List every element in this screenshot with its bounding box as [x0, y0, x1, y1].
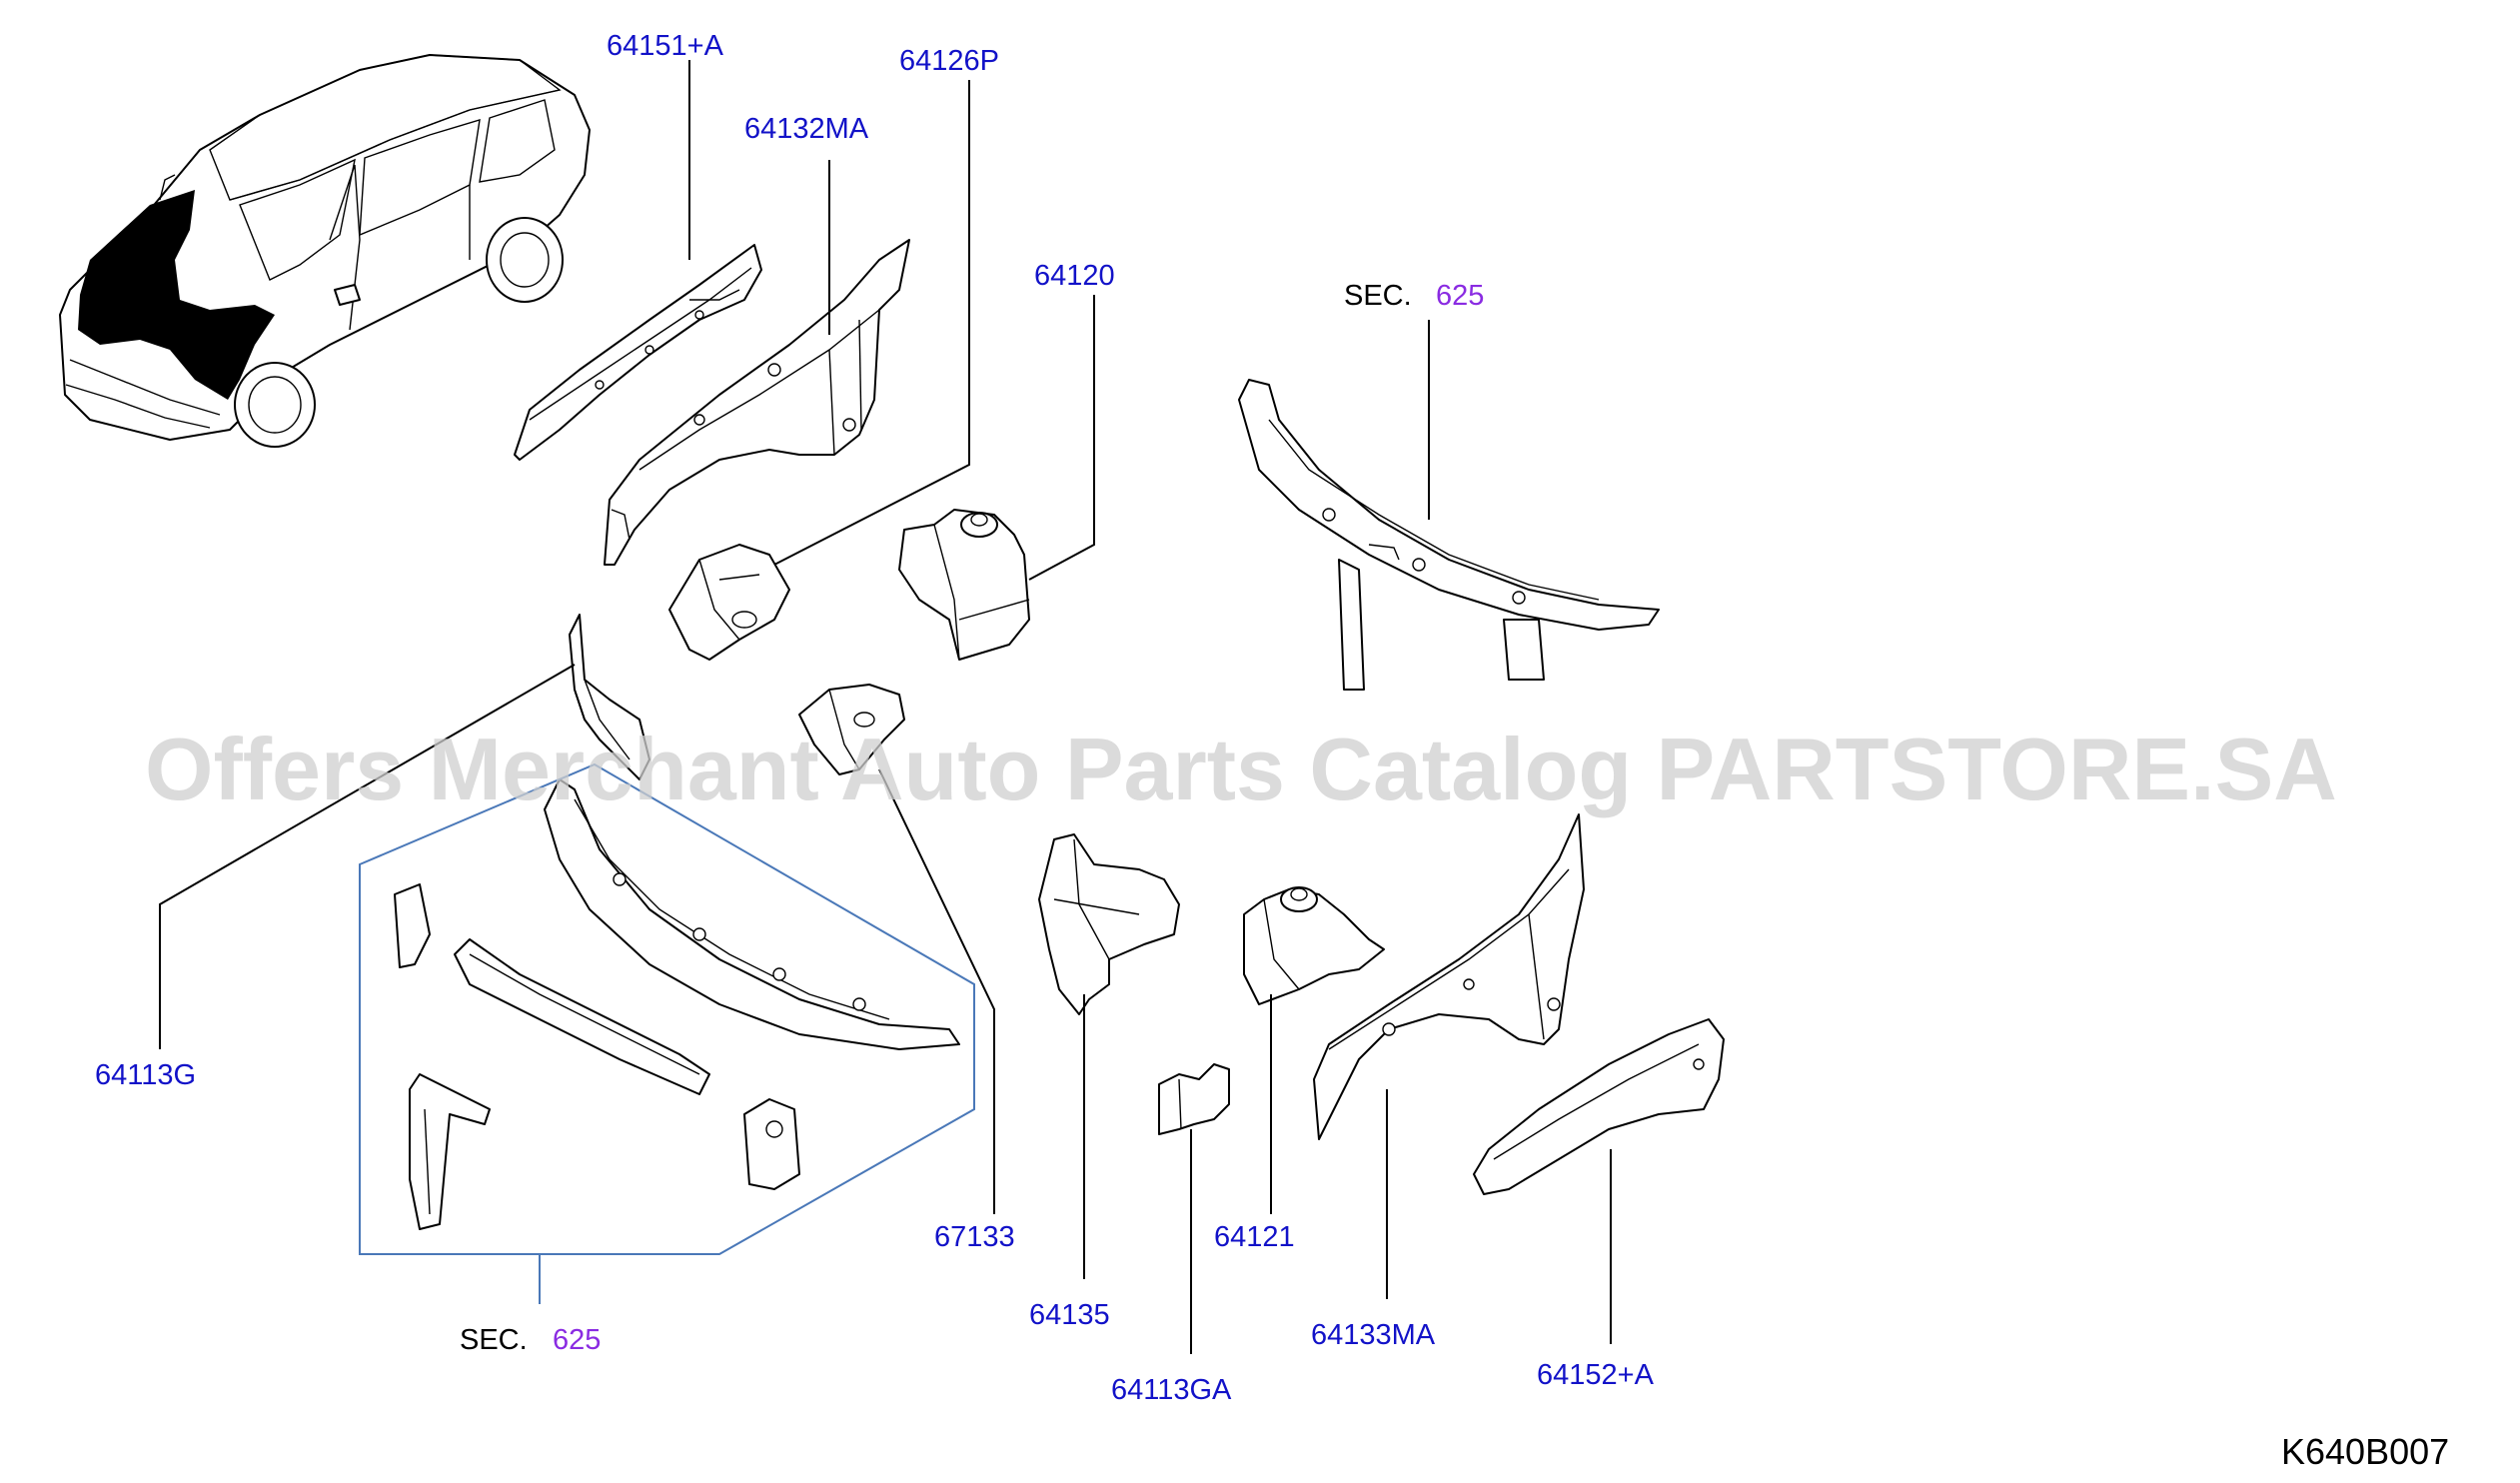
label-64113ga[interactable]: 64113GA: [1111, 1374, 1232, 1406]
label-64152a[interactable]: 64152+A: [1537, 1359, 1655, 1391]
label-64132ma[interactable]: 64132MA: [744, 113, 869, 145]
label-64121[interactable]: 64121: [1214, 1221, 1295, 1253]
lower-assembly-illustration[interactable]: [394, 778, 960, 1230]
part-67133-illustration[interactable]: [798, 684, 905, 775]
radiator-core-support-illustration[interactable]: [1238, 379, 1660, 691]
section-ref-number-upper[interactable]: 625: [1436, 280, 1484, 312]
part-64113ga-illustration[interactable]: [1158, 1063, 1230, 1135]
section-ref-prefix-lower: SEC.: [460, 1324, 528, 1356]
watermark-text: Offers Merchant Auto Parts Catalog PARTS…: [145, 720, 2337, 818]
part-64126p-illustration[interactable]: [668, 544, 790, 661]
part-64133ma-illustration[interactable]: [1313, 813, 1585, 1140]
assembly-bracket-outline: [359, 762, 975, 1255]
label-64133ma[interactable]: 64133MA: [1311, 1319, 1436, 1351]
part-64120-illustration[interactable]: [898, 509, 1030, 661]
label-64135[interactable]: 64135: [1029, 1299, 1110, 1331]
leader-lines: [159, 60, 1612, 1354]
label-64120[interactable]: 64120: [1034, 260, 1115, 292]
label-64113g[interactable]: 64113G: [95, 1059, 196, 1091]
section-ref-number-lower[interactable]: 625: [553, 1324, 601, 1356]
label-67133[interactable]: 67133: [934, 1221, 1015, 1253]
part-64135-illustration[interactable]: [1038, 833, 1180, 1015]
diagram-code: K640B007: [2281, 1431, 2449, 1472]
section-ref-prefix-upper: SEC.: [1344, 280, 1412, 312]
label-64151a[interactable]: 64151+A: [607, 30, 724, 62]
label-64126p[interactable]: 64126P: [899, 45, 999, 77]
part-64152a-illustration[interactable]: [1473, 1018, 1725, 1195]
part-64151a-illustration[interactable]: [514, 244, 762, 461]
vehicle-overview-illustration: [59, 54, 591, 448]
part-64121-illustration[interactable]: [1243, 886, 1385, 1005]
part-64113g-illustration[interactable]: [569, 614, 650, 780]
part-64132ma-illustration[interactable]: [604, 239, 910, 566]
